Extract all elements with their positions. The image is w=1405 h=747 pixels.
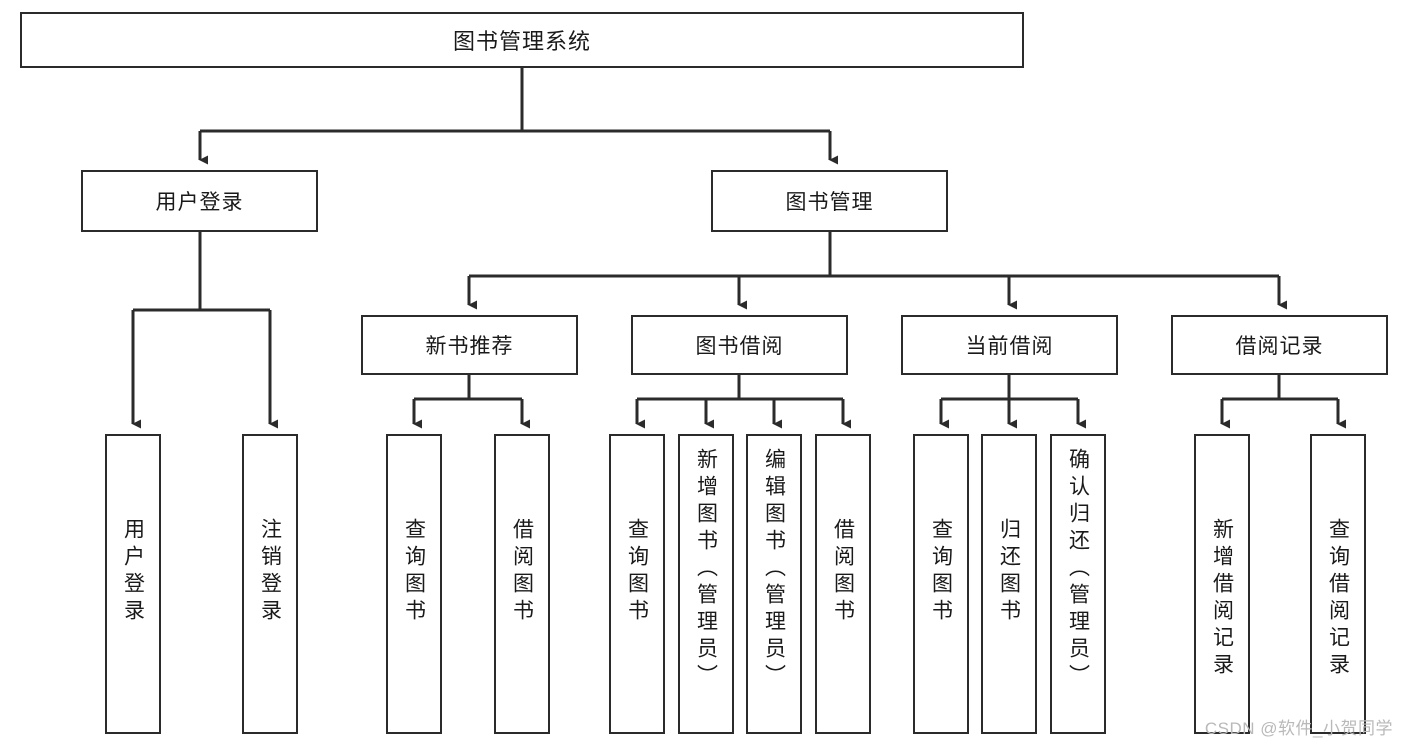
node-label-leaf-confirm-return: 确认归还（管理员） [1066,448,1090,691]
node-leaf-confirm-return[interactable]: 确认归还（管理员） [1050,434,1106,734]
node-leaf-borrow-book-2[interactable]: 借阅图书 [815,434,871,734]
node-label-leaf-return-book: 归还图书 [997,518,1021,626]
node-leaf-borrow-book-1[interactable]: 借阅图书 [494,434,550,734]
node-leaf-return-book[interactable]: 归还图书 [981,434,1037,734]
node-leaf-add-record[interactable]: 新增借阅记录 [1194,434,1250,734]
node-leaf-query-book-3[interactable]: 查询图书 [913,434,969,734]
node-label-leaf-query-book-2: 查询图书 [625,518,649,626]
node-label-leaf-edit-book: 编辑图书（管理员） [762,448,786,691]
csdn-watermark: CSDN @软件_小贺同学 [1204,719,1393,738]
node-label-leaf-user-login: 用户登录 [121,518,145,626]
node-leaf-query-book-1[interactable]: 查询图书 [386,434,442,734]
node-label-new-book-recommend: 新书推荐 [425,335,514,358]
node-leaf-query-record[interactable]: 查询借阅记录 [1310,434,1366,734]
node-leaf-user-login[interactable]: 用户登录 [105,434,161,734]
node-label-borrow-record: 借阅记录 [1235,335,1324,358]
node-label-book-management: 图书管理 [785,191,874,214]
node-new-book-recommend[interactable]: 新书推荐 [361,315,578,375]
node-user-login[interactable]: 用户登录 [81,170,318,232]
node-borrow-record[interactable]: 借阅记录 [1171,315,1388,375]
node-label-leaf-borrow-book-2: 借阅图书 [831,518,855,626]
node-leaf-edit-book[interactable]: 编辑图书（管理员） [746,434,802,734]
node-leaf-logout[interactable]: 注销登录 [242,434,298,734]
node-book-management[interactable]: 图书管理 [711,170,948,232]
node-leaf-add-book[interactable]: 新增图书（管理员） [678,434,734,734]
node-label-leaf-query-book-1: 查询图书 [402,518,426,626]
node-book-borrow[interactable]: 图书借阅 [631,315,848,375]
node-label-current-borrow: 当前借阅 [965,335,1054,358]
node-label-leaf-query-record: 查询借阅记录 [1326,518,1350,680]
node-label-leaf-borrow-book-1: 借阅图书 [510,518,534,626]
node-label-leaf-logout: 注销登录 [258,518,282,626]
node-label-user-login: 用户登录 [155,191,244,214]
node-root-system[interactable]: 图书管理系统 [20,12,1024,68]
node-label-leaf-add-record: 新增借阅记录 [1210,518,1234,680]
node-label-leaf-query-book-3: 查询图书 [929,518,953,626]
node-label-leaf-add-book: 新增图书（管理员） [694,448,718,691]
node-current-borrow[interactable]: 当前借阅 [901,315,1118,375]
node-label-book-borrow: 图书借阅 [695,335,784,358]
node-label-root: 图书管理系统 [452,29,591,54]
node-leaf-query-book-2[interactable]: 查询图书 [609,434,665,734]
